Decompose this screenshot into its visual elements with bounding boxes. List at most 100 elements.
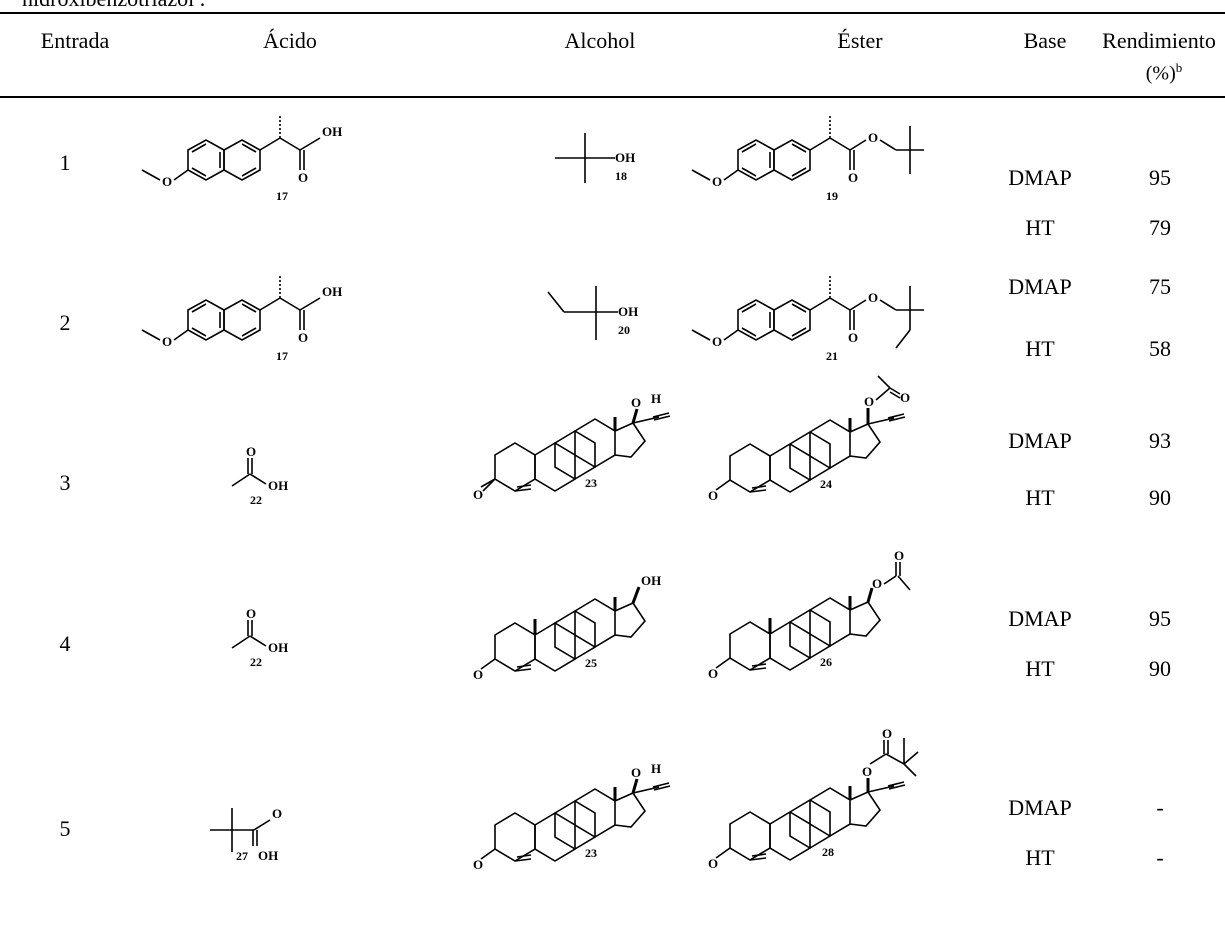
- structure-steroid-pivalate-28: O O O 28: [708, 726, 919, 871]
- structure-testosterone-acetate-26: O O O 26: [708, 548, 911, 681]
- structure-naproxen-17: O O OH 17: [141, 276, 342, 363]
- compound-label: 25: [585, 656, 597, 670]
- oh-atom: OH: [322, 124, 342, 139]
- structure-pivalic-acid-27: O OH 27: [210, 806, 282, 863]
- o-atom: O: [473, 667, 483, 682]
- h-atom: H: [651, 761, 661, 776]
- header-yield: Rendimiento (%)b: [1093, 28, 1225, 86]
- o-atom: O: [862, 764, 872, 779]
- row3-base-2: HT: [1025, 485, 1055, 510]
- o-atom: O: [473, 857, 483, 872]
- o-atom: O: [162, 334, 172, 349]
- oh-atom: OH: [268, 478, 288, 493]
- row2-entry: 2: [59, 310, 71, 335]
- compound-label: 27: [236, 849, 248, 863]
- compound-label: 20: [618, 323, 630, 337]
- row3-yield-2: 90: [1149, 485, 1171, 510]
- header-yield-unit: (%)b: [1145, 60, 1183, 85]
- header-yield-label: Rendimiento: [1102, 28, 1216, 53]
- o-atom: O: [848, 170, 858, 185]
- structure-tbutanol-18: OH 18: [555, 133, 635, 183]
- row3-base-1: DMAP: [1008, 428, 1072, 453]
- oh-atom: OH: [258, 848, 278, 863]
- header-entry: Entrada: [40, 28, 110, 53]
- o-atom: O: [246, 606, 256, 621]
- compound-label: 28: [822, 845, 834, 859]
- o-atom: O: [900, 390, 910, 405]
- row2-base-1: DMAP: [1008, 274, 1072, 299]
- o-atom: O: [882, 726, 892, 741]
- o-atom: O: [708, 666, 718, 681]
- compound-label: 23: [585, 476, 597, 490]
- o-atom: O: [162, 174, 172, 189]
- o-atom: O: [631, 765, 641, 780]
- structure-steroid-ester-24: O O O 24: [708, 375, 910, 503]
- oh-atom: OH: [268, 640, 288, 655]
- oh-atom: OH: [615, 150, 635, 165]
- o-atom: O: [246, 444, 256, 459]
- structure-tamyl-alcohol-20: OH 20: [547, 286, 638, 340]
- row5-base-1: DMAP: [1008, 795, 1072, 820]
- row1-base-1: DMAP: [1008, 165, 1072, 190]
- row3-entry: 3: [59, 470, 71, 495]
- row1-yield-1: 95: [1149, 165, 1171, 190]
- row5-yield-2: -: [1156, 845, 1164, 870]
- row5-base-2: HT: [1025, 845, 1055, 870]
- structure-acetic-acid-22: O OH 22: [231, 606, 288, 669]
- o-atom: O: [712, 174, 722, 189]
- o-atom: O: [708, 856, 718, 871]
- structure-ester-21: O O O 21: [691, 276, 924, 363]
- row4-base-1: DMAP: [1008, 606, 1072, 631]
- row4-yield-2: 90: [1149, 656, 1171, 681]
- row3-yield-1: 93: [1149, 428, 1171, 453]
- o-atom: O: [712, 334, 722, 349]
- h-atom: H: [651, 391, 661, 406]
- structure-steroid-23: O O H 23: [473, 391, 671, 502]
- header-rule: [0, 96, 1225, 98]
- row2-base-2: HT: [1025, 336, 1055, 361]
- compound-label: 17: [276, 189, 288, 203]
- o-atom: O: [298, 170, 308, 185]
- row2-yield-2: 58: [1149, 336, 1171, 361]
- row4-base-2: HT: [1025, 656, 1055, 681]
- compound-label: 24: [820, 477, 832, 491]
- o-atom: O: [631, 395, 641, 410]
- o-atom: O: [868, 290, 878, 305]
- structure-testosterone-25: O OH 25: [473, 573, 661, 682]
- o-atom: O: [894, 548, 904, 563]
- compound-label: 26: [820, 655, 832, 669]
- row2-yield-1: 75: [1149, 274, 1171, 299]
- o-atom: O: [868, 130, 878, 145]
- compound-label: 21: [826, 349, 838, 363]
- oh-atom: OH: [322, 284, 342, 299]
- o-atom: O: [708, 488, 718, 503]
- oh-atom: OH: [641, 573, 661, 588]
- row1-base-2: HT: [1025, 215, 1055, 240]
- o-atom: O: [872, 576, 882, 591]
- o-atom: O: [298, 330, 308, 345]
- compound-label: 19: [826, 189, 838, 203]
- row5-entry: 5: [59, 816, 71, 841]
- compound-label: 22: [250, 493, 262, 507]
- structure-naproxen-17: O O OH 17: [141, 116, 342, 203]
- structure-steroid-23: O O H 23: [473, 761, 671, 872]
- header-base: Base: [1023, 28, 1067, 53]
- o-atom: O: [864, 394, 874, 409]
- compound-label: 23: [585, 846, 597, 860]
- o-atom: O: [272, 806, 282, 821]
- header-ester: Éster: [837, 28, 883, 53]
- row4-yield-1: 95: [1149, 606, 1171, 631]
- o-atom: O: [848, 330, 858, 345]
- compound-label: 18: [615, 169, 627, 183]
- header-alcohol: Alcohol: [564, 28, 636, 53]
- compound-label: 17: [276, 349, 288, 363]
- row1-yield-2: 79: [1149, 215, 1171, 240]
- oh-atom: OH: [618, 304, 638, 319]
- compound-label: 22: [250, 655, 262, 669]
- structure-acetic-acid-22: O OH 22: [231, 444, 288, 507]
- header-acid: Ácido: [263, 28, 317, 53]
- top-rule: [0, 12, 1225, 14]
- structure-ester-19: O O O 19: [691, 116, 924, 203]
- row1-entry: 1: [59, 150, 71, 175]
- row4-entry: 4: [59, 631, 71, 656]
